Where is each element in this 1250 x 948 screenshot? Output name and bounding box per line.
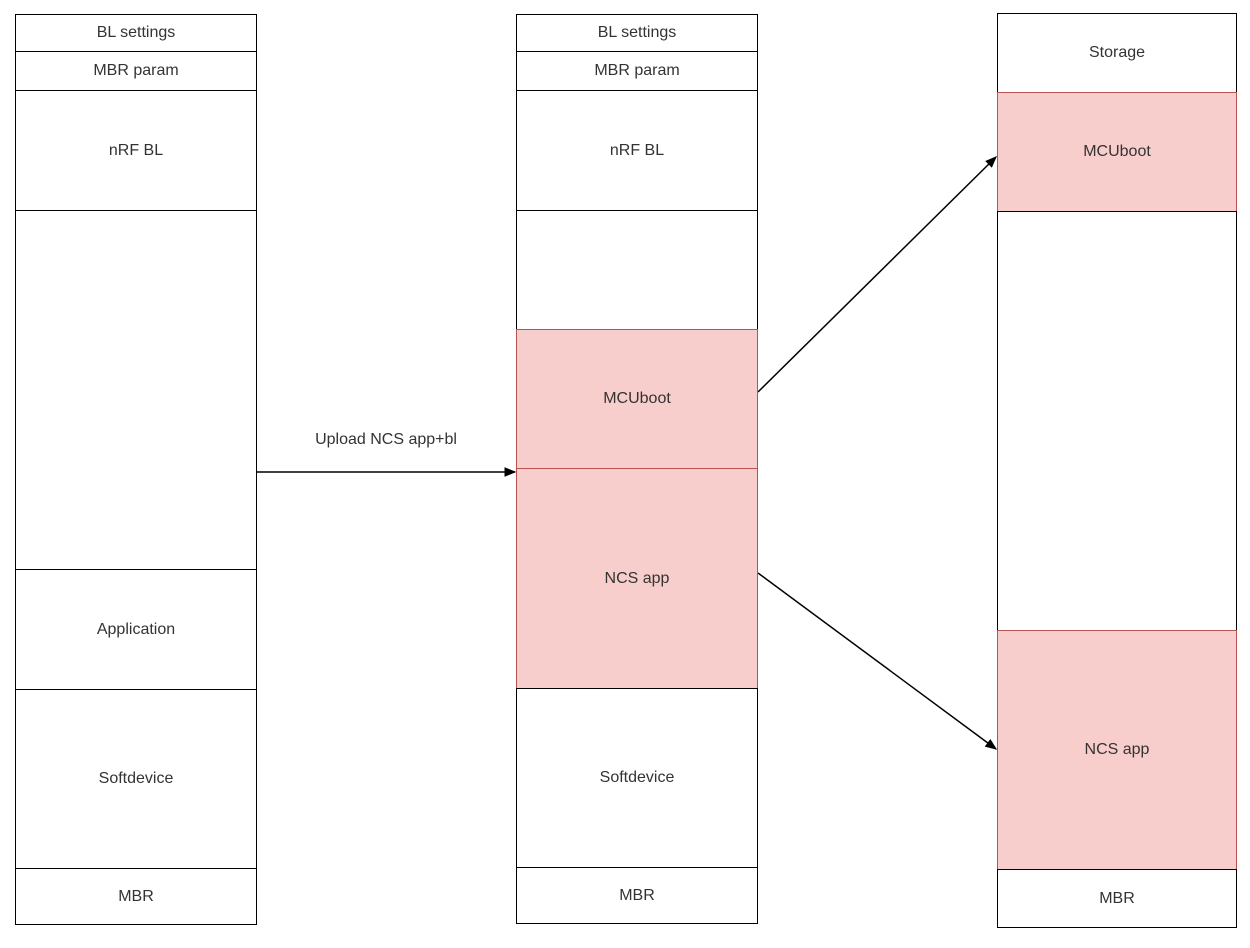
block-label: Storage <box>1088 44 1146 61</box>
block-free-space <box>516 210 758 330</box>
block-mcuboot: MCUboot <box>997 92 1237 212</box>
block-mbr: MBR <box>15 868 257 925</box>
block-label: NCS app <box>604 569 670 587</box>
block-label: BL settings <box>96 24 176 41</box>
block-label: nRF BL <box>108 141 164 159</box>
block-nrf-bl: nRF BL <box>15 90 257 211</box>
block-label: MBR param <box>93 62 179 79</box>
block-label: MBR param <box>594 62 680 79</box>
block-mbr-param: MBR param <box>15 51 257 91</box>
upload-arrow-label: Upload NCS app+bl <box>313 431 459 449</box>
block-label: MCUboot <box>1083 143 1151 160</box>
ncs-app-move-arrow <box>757 572 998 750</box>
block-label: Application <box>96 620 176 638</box>
block-softdevice: Softdevice <box>15 689 257 869</box>
block-ncs-app: NCS app <box>516 468 758 689</box>
block-label: Softdevice <box>599 769 675 786</box>
block-nrf-bl: nRF BL <box>516 90 758 211</box>
block-softdevice: Softdevice <box>516 688 758 868</box>
block-ncs-app: NCS app <box>997 630 1237 870</box>
block-label: Softdevice <box>98 770 174 787</box>
block-label: MCUboot <box>603 390 671 407</box>
block-mbr: MBR <box>516 867 758 924</box>
block-storage: Storage <box>997 13 1237 93</box>
block-label: BL settings <box>597 24 677 41</box>
block-label: NCS app <box>1084 741 1150 758</box>
block-bl-settings: BL settings <box>15 14 257 52</box>
block-free-space <box>15 210 257 570</box>
block-application: Application <box>15 569 257 690</box>
block-mbr-param: MBR param <box>516 51 758 91</box>
mcuboot-move-arrow <box>757 156 997 393</box>
block-free-space <box>997 211 1237 631</box>
block-mcuboot: MCUboot <box>516 329 758 469</box>
block-bl-settings: BL settings <box>516 14 758 52</box>
block-label: MBR <box>1099 889 1135 907</box>
block-label: MBR <box>118 887 154 905</box>
block-label: nRF BL <box>609 141 665 159</box>
block-label: MBR <box>619 886 655 904</box>
block-mbr: MBR <box>997 869 1237 928</box>
